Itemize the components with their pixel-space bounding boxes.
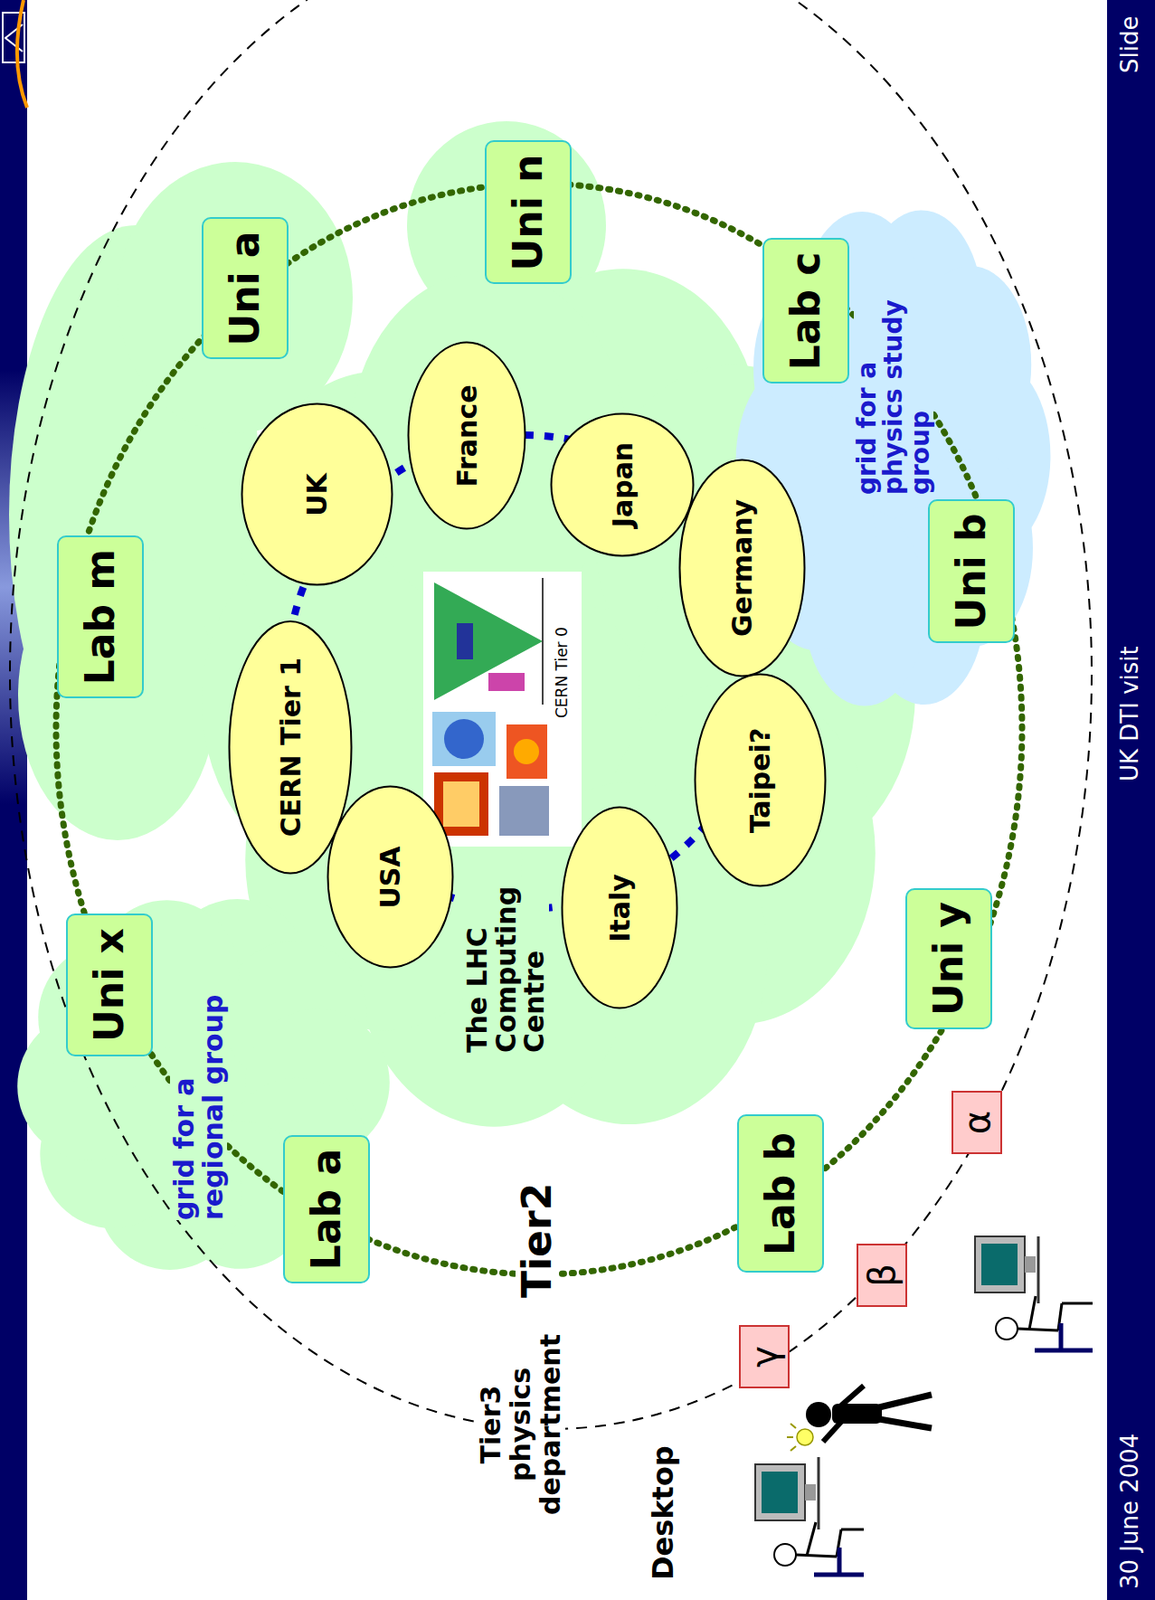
- tier3-ring: [9, 0, 1092, 1430]
- footer-slide: Slide: [1117, 16, 1144, 74]
- cloud-caption: grid for a physics study group: [853, 286, 934, 495]
- site-name: Lab m: [78, 549, 123, 685]
- country-name: France: [452, 384, 483, 487]
- site-name: Uni a: [223, 230, 267, 346]
- country-ellipse: Taipei?: [693, 673, 827, 889]
- site-box: Uni x: [66, 913, 153, 1057]
- country-name: UK: [302, 473, 332, 517]
- country-ellipse: UK: [240, 403, 394, 587]
- desktop-user-figure: [755, 1457, 864, 1575]
- country-ellipse: Germany: [678, 458, 806, 678]
- regional-grid-cloud: grid for a regional group Uni x Lab a: [13, 889, 394, 1279]
- ellipse-shape: [408, 342, 526, 530]
- site-name: Uni x: [87, 927, 132, 1042]
- site-box: Lab b: [737, 1115, 824, 1274]
- ellipse-shape: [229, 621, 352, 873]
- ellipse-shape: [562, 807, 678, 1009]
- site-name: Lab a: [304, 1148, 349, 1270]
- site-box: Lab m: [56, 535, 144, 699]
- tier2-ring: [56, 183, 1023, 1275]
- tier-label: Tier2: [515, 1179, 559, 1302]
- tier3-box: α: [951, 1090, 1003, 1155]
- country-name: Taipei?: [745, 728, 776, 834]
- ellipse-shape: [327, 786, 453, 968]
- site-name: Lab c: [784, 252, 828, 371]
- cloud-caption: The LHC Computing Centre: [463, 876, 550, 1053]
- logo-swoosh: [17, 0, 28, 108]
- tier1-ring: [287, 435, 762, 909]
- country-name: Japan: [607, 442, 638, 528]
- country-ellipse: France: [407, 341, 527, 531]
- footer-date: 30 June 2004: [1117, 1433, 1144, 1590]
- country-name: Germany: [727, 499, 758, 637]
- tier-label: Tier3 physics department: [475, 1325, 566, 1524]
- tier3-box: β: [856, 1243, 908, 1307]
- site-box: Uni n: [484, 141, 572, 285]
- desktop-user-figure: [975, 1236, 1093, 1351]
- ellipse-shape: [551, 414, 694, 557]
- site-box: Uni y: [905, 888, 993, 1030]
- country-ellipse: USA: [326, 785, 455, 970]
- tier0-illustration: [423, 571, 582, 847]
- country-ellipse: Japan: [549, 412, 695, 558]
- tier3-symbol: γ: [744, 1345, 785, 1368]
- country-name: Italy: [605, 873, 635, 943]
- site-name: Uni y: [927, 901, 971, 1016]
- footer-title: UK DTI visit: [1117, 645, 1144, 782]
- tier3-box: γ: [738, 1325, 790, 1389]
- site-box: Uni b: [927, 500, 1015, 644]
- country-ellipse: Italy: [560, 806, 679, 1011]
- country-name: USA: [375, 845, 406, 909]
- ellipse-shape: [679, 460, 805, 677]
- tier3-symbol: α: [956, 1110, 997, 1135]
- site-name: Lab b: [758, 1132, 803, 1256]
- footer-bar: [1107, 0, 1155, 1600]
- cloud-caption: grid for a regional group: [170, 948, 228, 1221]
- site-name: Uni n: [506, 154, 550, 272]
- tier-label: Desktop: [647, 1445, 680, 1581]
- header-bar: [0, 0, 28, 1600]
- site-box: Lab a: [283, 1135, 370, 1284]
- site-box: Uni a: [201, 217, 289, 360]
- ellipse-shape: [694, 674, 825, 887]
- illustration-caption: CERN Tier 0: [553, 626, 571, 719]
- site-name: Uni b: [949, 513, 994, 631]
- tier3-symbol: β: [861, 1263, 902, 1288]
- idea-person-figure: [786, 1385, 932, 1451]
- site-box: Lab c: [762, 238, 850, 385]
- country-name: CERN Tier 1: [275, 657, 306, 837]
- ellipse-shape: [241, 404, 392, 586]
